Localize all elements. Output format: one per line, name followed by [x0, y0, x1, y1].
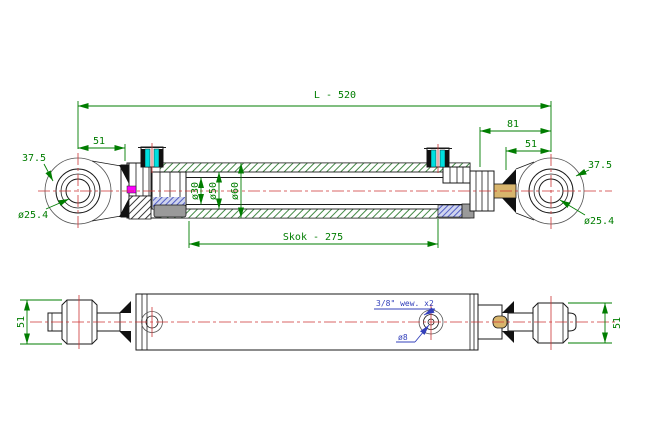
dim-rod-end-offset: 81 [507, 119, 519, 130]
dim-bore-dia: ø50 [208, 182, 219, 200]
centerlines-side-view [38, 143, 612, 230]
gland-seal-hatch [437, 204, 463, 218]
tube-wall-bottom-hatch [159, 208, 439, 219]
port-annotations: 3/8" wew. x2 ø8 [374, 299, 436, 343]
seal-ring [126, 185, 137, 194]
weld-wedge [119, 165, 129, 184]
weld-wedge [119, 198, 129, 217]
dimensions-plan-view: 51 51 [16, 299, 623, 345]
side-view: L - 520 81 51 51 37.5 ø25.4 37.5 ø25.4 ø… [18, 90, 614, 248]
dim-overall-length: L - 520 [314, 90, 356, 101]
dim-eye-right-thickness: 51 [612, 317, 623, 329]
dim-pin-left: 51 [93, 136, 105, 147]
note-port-thread: 3/8" wew. x2 [376, 299, 434, 308]
dim-eye-right-bore: ø25.4 [584, 216, 614, 227]
port-bore [144, 148, 151, 168]
plan-view: 51 51 3/8" wew. x2 ø8 [16, 293, 623, 351]
dim-stroke: Skok - 275 [283, 232, 343, 243]
dim-eye-left-thickness: 51 [16, 316, 27, 328]
port-bore [430, 149, 437, 168]
dim-eye-left-width: 37.5 [22, 153, 46, 164]
note-port-hole: ø8 [398, 333, 408, 342]
dim-rod-dia: ø30 [190, 182, 201, 200]
gland-section-hatch [128, 195, 152, 220]
dim-tube-dia: ø60 [230, 182, 241, 200]
dim-eye-right-width: 37.5 [588, 160, 612, 171]
port-bore [439, 149, 446, 168]
dim-eye-left-bore: ø25.4 [18, 210, 48, 221]
weld-wedge [502, 198, 516, 213]
dim-pin-right: 51 [525, 139, 537, 150]
weld-wedge [502, 169, 516, 184]
piston-nut [153, 204, 187, 218]
dimensions-side-view: L - 520 81 51 51 37.5 ø25.4 37.5 ø25.4 ø… [18, 90, 614, 248]
port-bore [153, 148, 160, 168]
tube-wall-top-hatch [159, 162, 471, 173]
eye-right-plan [477, 301, 577, 344]
